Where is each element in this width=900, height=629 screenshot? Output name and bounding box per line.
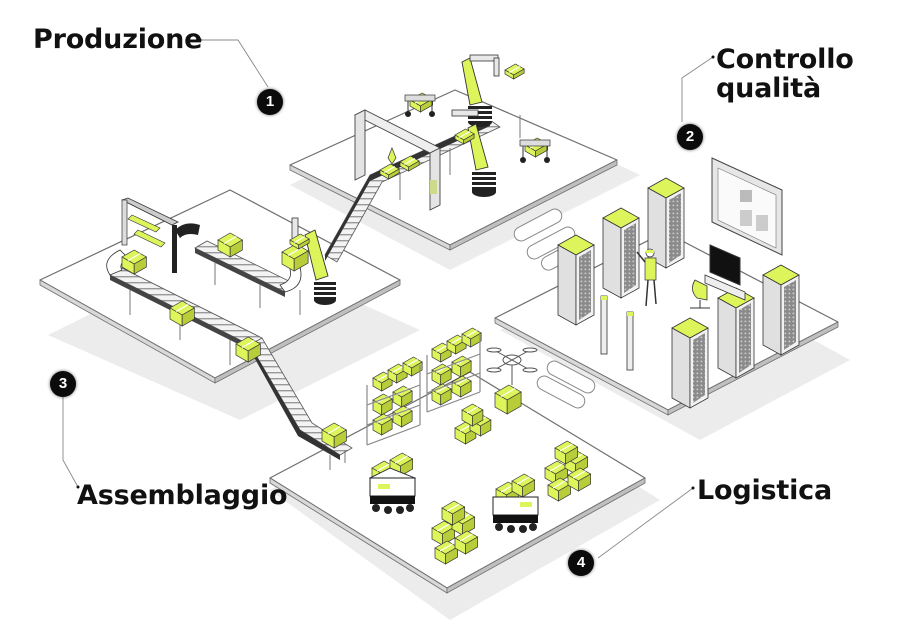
packing-frame — [120, 197, 179, 273]
shelving-unit-1 — [366, 365, 421, 446]
box-38 — [454, 530, 479, 555]
box-21 — [494, 384, 522, 415]
platform-logistica — [269, 371, 646, 594]
label-produzione: Produzione — [33, 24, 203, 55]
badge-area-2: 2 — [677, 124, 703, 150]
label-controllo-line2: qualità — [716, 73, 822, 104]
label-controllo-line1: Controllo — [716, 44, 854, 75]
inspector-figure — [636, 248, 657, 307]
box-5 — [217, 232, 244, 258]
control-desk — [690, 244, 746, 309]
cart-2 — [519, 139, 551, 163]
box-33 — [567, 467, 592, 492]
server-rack-6 — [762, 264, 800, 356]
box-31 — [554, 440, 579, 465]
box-19 — [431, 383, 452, 406]
conveyor-to-produzione — [324, 115, 521, 263]
badge-area-3: 3 — [50, 371, 76, 397]
monitor-wall — [711, 157, 783, 256]
server-rack-4 — [671, 317, 709, 409]
box-43 — [454, 128, 475, 145]
box-13 — [392, 405, 413, 428]
leader-lines — [62, 39, 714, 559]
box-37 — [434, 540, 459, 565]
shelving-unit-2 — [426, 335, 481, 413]
badge-area-4: 4 — [568, 550, 594, 576]
box-14 — [431, 342, 452, 363]
server-rack-1 — [557, 234, 595, 326]
label-controllo-qualita: Controllo qualità — [716, 45, 854, 103]
platform-produzione — [289, 89, 618, 251]
drone — [486, 347, 538, 385]
agv-robot-2 — [492, 496, 539, 533]
server-rack-3 — [647, 177, 685, 269]
leader-dots — [76, 38, 715, 490]
box-32 — [547, 477, 572, 502]
robot-arm-3 — [291, 217, 336, 305]
box-24 — [461, 403, 484, 427]
box-36 — [441, 500, 466, 526]
agv-robot-1 — [368, 467, 417, 514]
box-16 — [461, 327, 482, 348]
box-42 — [399, 155, 420, 172]
server-racks — [557, 177, 800, 409]
box-17 — [431, 363, 452, 386]
box-41 — [379, 163, 400, 180]
cart-1 — [404, 94, 436, 117]
box-34 — [431, 520, 456, 546]
boxes-layer — [121, 63, 592, 565]
robot-arm-1 — [461, 54, 500, 127]
box-44 — [504, 63, 525, 80]
box-45 — [289, 233, 310, 250]
badge-area-1: 1 — [257, 89, 283, 115]
label-assemblaggio: Assemblaggio — [77, 480, 288, 511]
box-4 — [321, 422, 348, 449]
box-1 — [121, 249, 148, 275]
walkway-markers — [513, 208, 596, 409]
inspection-gate — [353, 109, 442, 211]
server-rack-2 — [602, 207, 640, 299]
label-logistica: Logistica — [697, 475, 832, 506]
scanner-posts — [600, 295, 634, 371]
conveyor-to-logistica — [249, 337, 353, 470]
box-2 — [169, 300, 196, 327]
server-rack-5 — [717, 287, 755, 379]
box-3 — [235, 336, 262, 363]
